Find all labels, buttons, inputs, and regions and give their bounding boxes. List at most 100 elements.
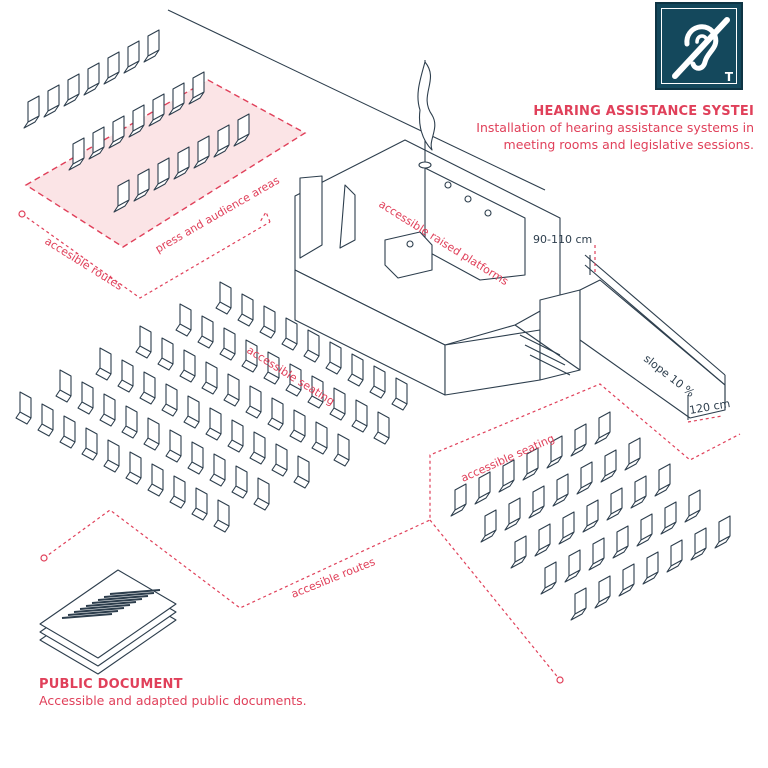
chair <box>480 509 497 543</box>
chair <box>522 447 539 481</box>
hearing-assistance-title: HEARING ASSISTANCE SYSTEI <box>533 104 754 119</box>
chair <box>63 73 80 107</box>
chair <box>59 415 76 449</box>
chair <box>193 135 210 169</box>
chair <box>153 157 170 191</box>
chair <box>666 539 683 573</box>
chair <box>233 113 250 147</box>
chair <box>570 587 587 621</box>
document-text-line <box>61 613 113 619</box>
document-stack-icon <box>39 569 177 675</box>
chair <box>81 427 98 461</box>
chair <box>83 62 100 96</box>
flag <box>417 60 436 169</box>
chair <box>624 437 641 471</box>
chair <box>618 563 635 597</box>
chair <box>347 353 364 387</box>
chair <box>333 433 350 467</box>
chair <box>201 361 218 395</box>
chair <box>23 95 40 129</box>
chair <box>249 431 266 465</box>
chair <box>108 115 125 149</box>
chair <box>259 305 276 339</box>
chair <box>103 439 120 473</box>
chair <box>197 315 214 349</box>
chair <box>474 471 491 505</box>
chair <box>125 451 142 485</box>
chair <box>307 375 324 409</box>
document-text-line <box>97 595 149 601</box>
chair <box>450 483 467 517</box>
document-text-line <box>85 601 137 607</box>
chair <box>77 381 94 415</box>
chair <box>263 351 280 385</box>
routes-bottom-label: accesible routes <box>289 555 377 601</box>
chair <box>43 84 60 118</box>
chair <box>558 511 575 545</box>
chair <box>191 487 208 521</box>
chair <box>654 463 671 497</box>
chair <box>660 501 677 535</box>
chair <box>213 499 230 533</box>
chair <box>588 537 605 571</box>
chair <box>103 51 120 85</box>
chair <box>714 515 731 549</box>
badge-letter: T <box>724 70 733 84</box>
chair <box>281 317 298 351</box>
chair <box>135 325 152 359</box>
chair <box>99 393 116 427</box>
hearing-assistance-desc-2: meeting rooms and legislative sessions. <box>503 137 754 152</box>
chair <box>15 391 32 425</box>
chair <box>37 403 54 437</box>
chair <box>600 449 617 483</box>
hearing-assistance-callout: HEARING ASSISTANCE SYSTEI Installation o… <box>424 104 754 153</box>
chair <box>504 497 521 531</box>
chair <box>133 168 150 202</box>
chair <box>570 423 587 457</box>
accessible-routes <box>18 210 741 684</box>
chair <box>636 513 653 547</box>
chair <box>612 525 629 559</box>
document-text-line <box>79 604 131 610</box>
hearing-loop-badge: T <box>655 2 743 90</box>
chair <box>148 93 165 127</box>
public-document-callout: PUBLIC DOCUMENT Accessible and adapted p… <box>39 677 307 709</box>
chair <box>173 146 190 180</box>
chair <box>540 561 557 595</box>
chair <box>253 477 270 511</box>
chair <box>684 489 701 523</box>
chair <box>498 459 515 493</box>
chair <box>351 399 368 433</box>
chair <box>123 40 140 74</box>
chair <box>213 124 230 158</box>
chair <box>552 473 569 507</box>
chair <box>68 137 85 171</box>
hearing-assistance-desc-1: Installation of hearing assistance syste… <box>476 120 754 135</box>
chair <box>231 465 248 499</box>
chair <box>690 527 707 561</box>
chair <box>113 179 130 213</box>
room-edge-line <box>167 9 546 191</box>
chair <box>121 405 138 439</box>
ear-with-slash-icon <box>672 17 730 79</box>
chair <box>179 349 196 383</box>
chair <box>391 377 408 411</box>
chair <box>183 395 200 429</box>
chair <box>157 337 174 371</box>
chair <box>128 104 145 138</box>
chair <box>369 365 386 399</box>
chair <box>143 29 160 63</box>
chair <box>606 487 623 521</box>
press-seating <box>23 29 250 213</box>
chair <box>215 281 232 315</box>
chair <box>289 409 306 443</box>
chair <box>188 71 205 105</box>
chair <box>528 485 545 519</box>
chair <box>329 387 346 421</box>
chair <box>546 435 563 469</box>
chair <box>325 341 342 375</box>
chair <box>139 371 156 405</box>
chair <box>245 385 262 419</box>
document-text-line <box>103 592 155 598</box>
